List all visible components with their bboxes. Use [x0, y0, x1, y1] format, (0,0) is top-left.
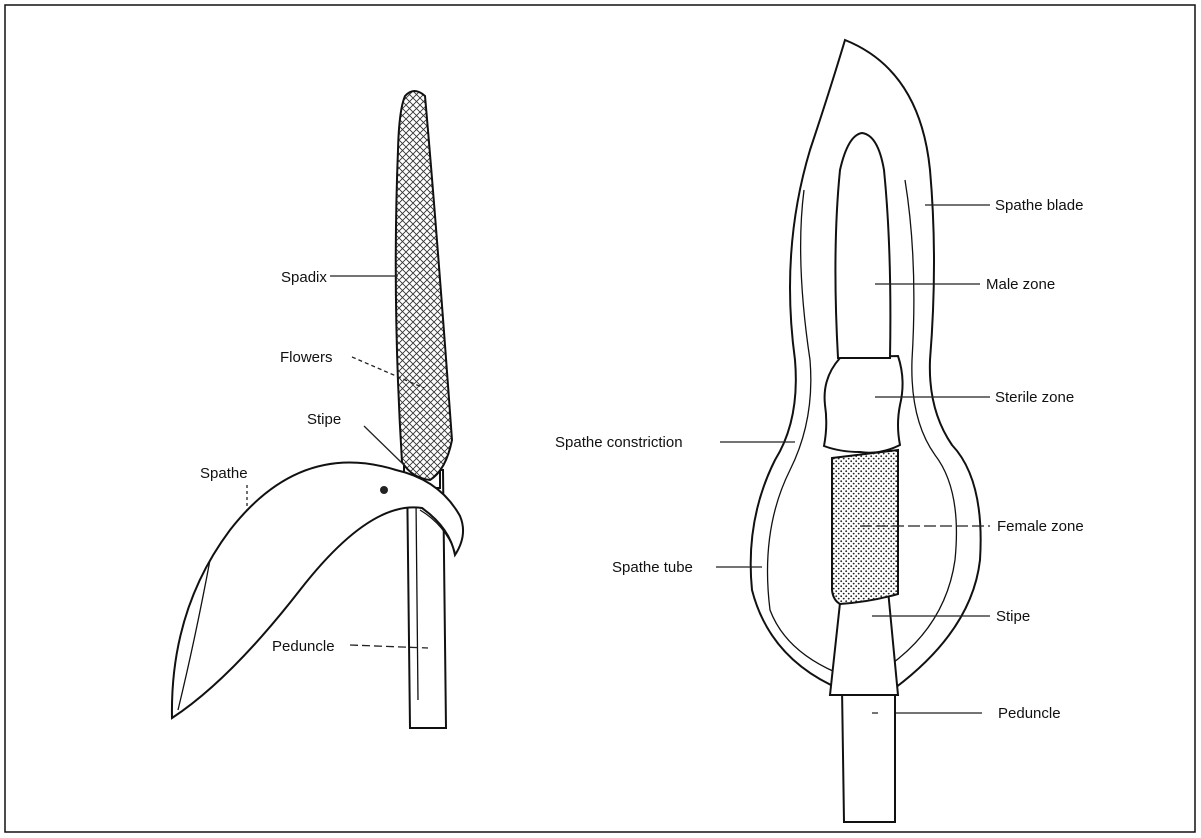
- male-zone-shape: [835, 133, 890, 358]
- label-male-zone: Male zone: [986, 276, 1055, 293]
- female-zone-shape: [832, 450, 898, 604]
- label-spadix: Spadix: [281, 269, 327, 286]
- label-right-stipe: Stipe: [996, 608, 1030, 625]
- label-left-stipe: Stipe: [307, 411, 341, 428]
- label-right-peduncle: Peduncle: [998, 705, 1061, 722]
- right-inflorescence: [751, 40, 981, 822]
- leader-left-stipe: [364, 426, 404, 465]
- label-sterile-zone: Sterile zone: [995, 389, 1074, 406]
- label-spathe-constriction: Spathe constriction: [555, 434, 683, 451]
- left-spadix-shape: [396, 91, 452, 480]
- label-flowers: Flowers: [280, 349, 333, 366]
- right-peduncle-shape: [842, 688, 895, 822]
- label-spathe-blade: Spathe blade: [995, 197, 1083, 214]
- label-spathe: Spathe: [200, 465, 248, 482]
- right-stipe-shape: [830, 590, 898, 695]
- left-inflorescence: [172, 91, 463, 728]
- label-spathe-tube: Spathe tube: [612, 559, 693, 576]
- label-female-zone: Female zone: [997, 518, 1084, 535]
- label-left-peduncle: Peduncle: [272, 638, 335, 655]
- sterile-zone-shape: [824, 356, 903, 453]
